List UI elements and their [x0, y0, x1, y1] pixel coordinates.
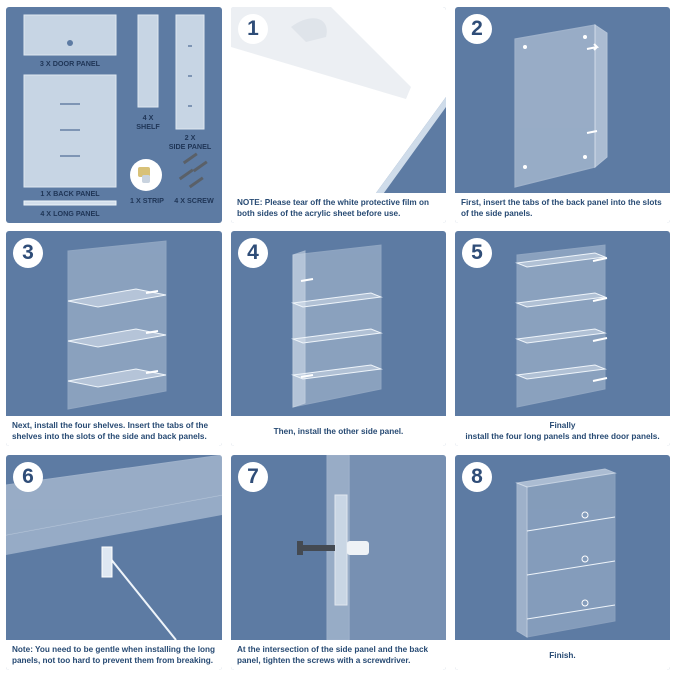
step-6-illustration	[6, 455, 222, 641]
step-caption: Note: You need to be gentle when install…	[6, 640, 222, 670]
step-3-panel: 3 Next, install the four shelves. Insert…	[6, 231, 222, 446]
parts-illustration	[23, 14, 208, 206]
step-number-badge: 1	[238, 14, 268, 44]
step-number-badge: 7	[238, 462, 268, 492]
step-4-illustration	[291, 244, 383, 408]
step-caption: First, insert the tabs of the back panel…	[455, 193, 670, 223]
step-2-illustration	[514, 24, 608, 188]
step-5-illustration	[515, 244, 608, 408]
step-number-badge: 5	[462, 238, 492, 268]
step-8-panel: 8 Finish.	[455, 455, 670, 670]
parts-list-panel: 3 X DOOR PANEL 1 X BACK PANEL 4 X LONG P…	[6, 7, 222, 223]
step-caption: At the intersection of the side panel an…	[231, 640, 446, 670]
step-caption: Next, install the four shelves. Insert t…	[6, 416, 222, 446]
step-1-panel: 1 NOTE: Please tear off the white protec…	[231, 7, 446, 223]
step-number-badge: 8	[462, 462, 492, 492]
back-panel-label: 1 X BACK PANEL	[40, 189, 100, 198]
step-number-badge: 4	[238, 238, 268, 268]
step-3-illustration	[67, 240, 167, 410]
step-caption: NOTE: Please tear off the white protecti…	[231, 193, 446, 223]
step-number-badge: 3	[13, 238, 43, 268]
step-6-panel: 6 Note: You need to be gentle when insta…	[6, 455, 222, 670]
step-caption: Finish.	[455, 640, 670, 670]
step-8-illustration	[515, 468, 617, 638]
step-caption: Then, install the other side panel.	[231, 416, 446, 446]
step-4-panel: 4 Then, install the other side panel.	[231, 231, 446, 446]
step-5-panel: 5 Finally install the four long panels a…	[455, 231, 670, 446]
side-panel-label: 2 X SIDE PANEL	[168, 133, 212, 151]
step-7-panel: 7 At the intersection of the side panel …	[231, 455, 446, 670]
door-panel-label: 3 X DOOR PANEL	[39, 59, 101, 68]
step-number-badge: 6	[13, 462, 43, 492]
shelf-label: 4 X SHELF	[136, 113, 160, 131]
long-panel-label: 4 X LONG PANEL	[40, 209, 100, 218]
step-caption: Finally install the four long panels and…	[455, 416, 670, 446]
step-2-panel: 2 First, insert the tabs of the back pan…	[455, 7, 670, 223]
screw-label: 4 X SCREW	[174, 196, 214, 205]
strip-label: 1 X STRIP	[130, 196, 164, 205]
step-number-badge: 2	[462, 14, 492, 44]
step-1-illustration	[231, 7, 446, 197]
screw-icon	[301, 545, 335, 551]
